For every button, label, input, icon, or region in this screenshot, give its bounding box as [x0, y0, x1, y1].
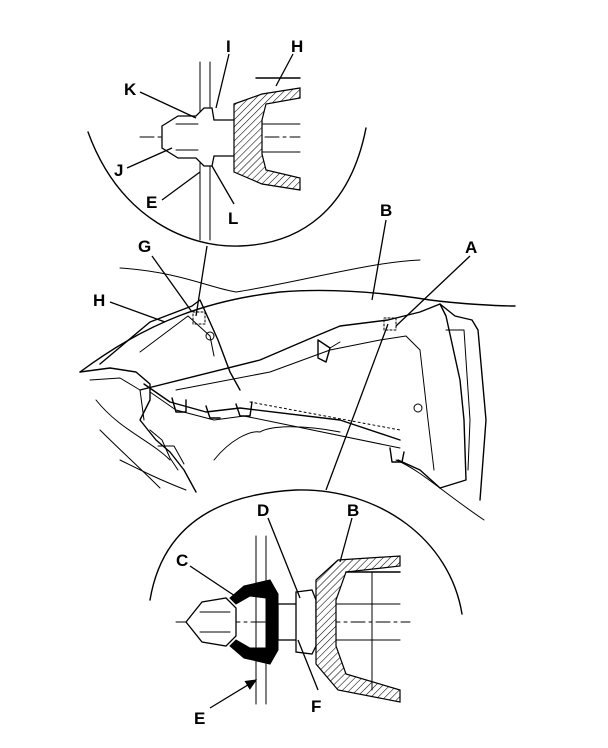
- label-D: D: [257, 501, 269, 520]
- label-E-bottom: E: [194, 709, 205, 728]
- label-A: A: [465, 238, 477, 257]
- label-H-top: H: [291, 37, 303, 56]
- label-K: K: [124, 80, 137, 99]
- label-B-main: B: [380, 201, 392, 220]
- label-L: L: [228, 209, 238, 228]
- label-H-main: H: [93, 291, 105, 310]
- label-J: J: [114, 161, 123, 180]
- detail-top: [87, 61, 367, 247]
- label-B-bottom: B: [347, 501, 359, 520]
- leader-lines: [109, 53, 471, 709]
- callout-labels: I H K J E L B A G H D B C F E: [93, 37, 477, 728]
- detail-bottom: [149, 489, 463, 705]
- label-G: G: [138, 237, 151, 256]
- main-assembly: [79, 259, 516, 521]
- label-C: C: [176, 551, 188, 570]
- detail-arrow-top: [195, 245, 208, 317]
- label-I: I: [226, 37, 231, 56]
- label-F: F: [311, 697, 321, 716]
- detail-arrow-bottom: [325, 323, 389, 491]
- label-E-top: E: [146, 193, 157, 212]
